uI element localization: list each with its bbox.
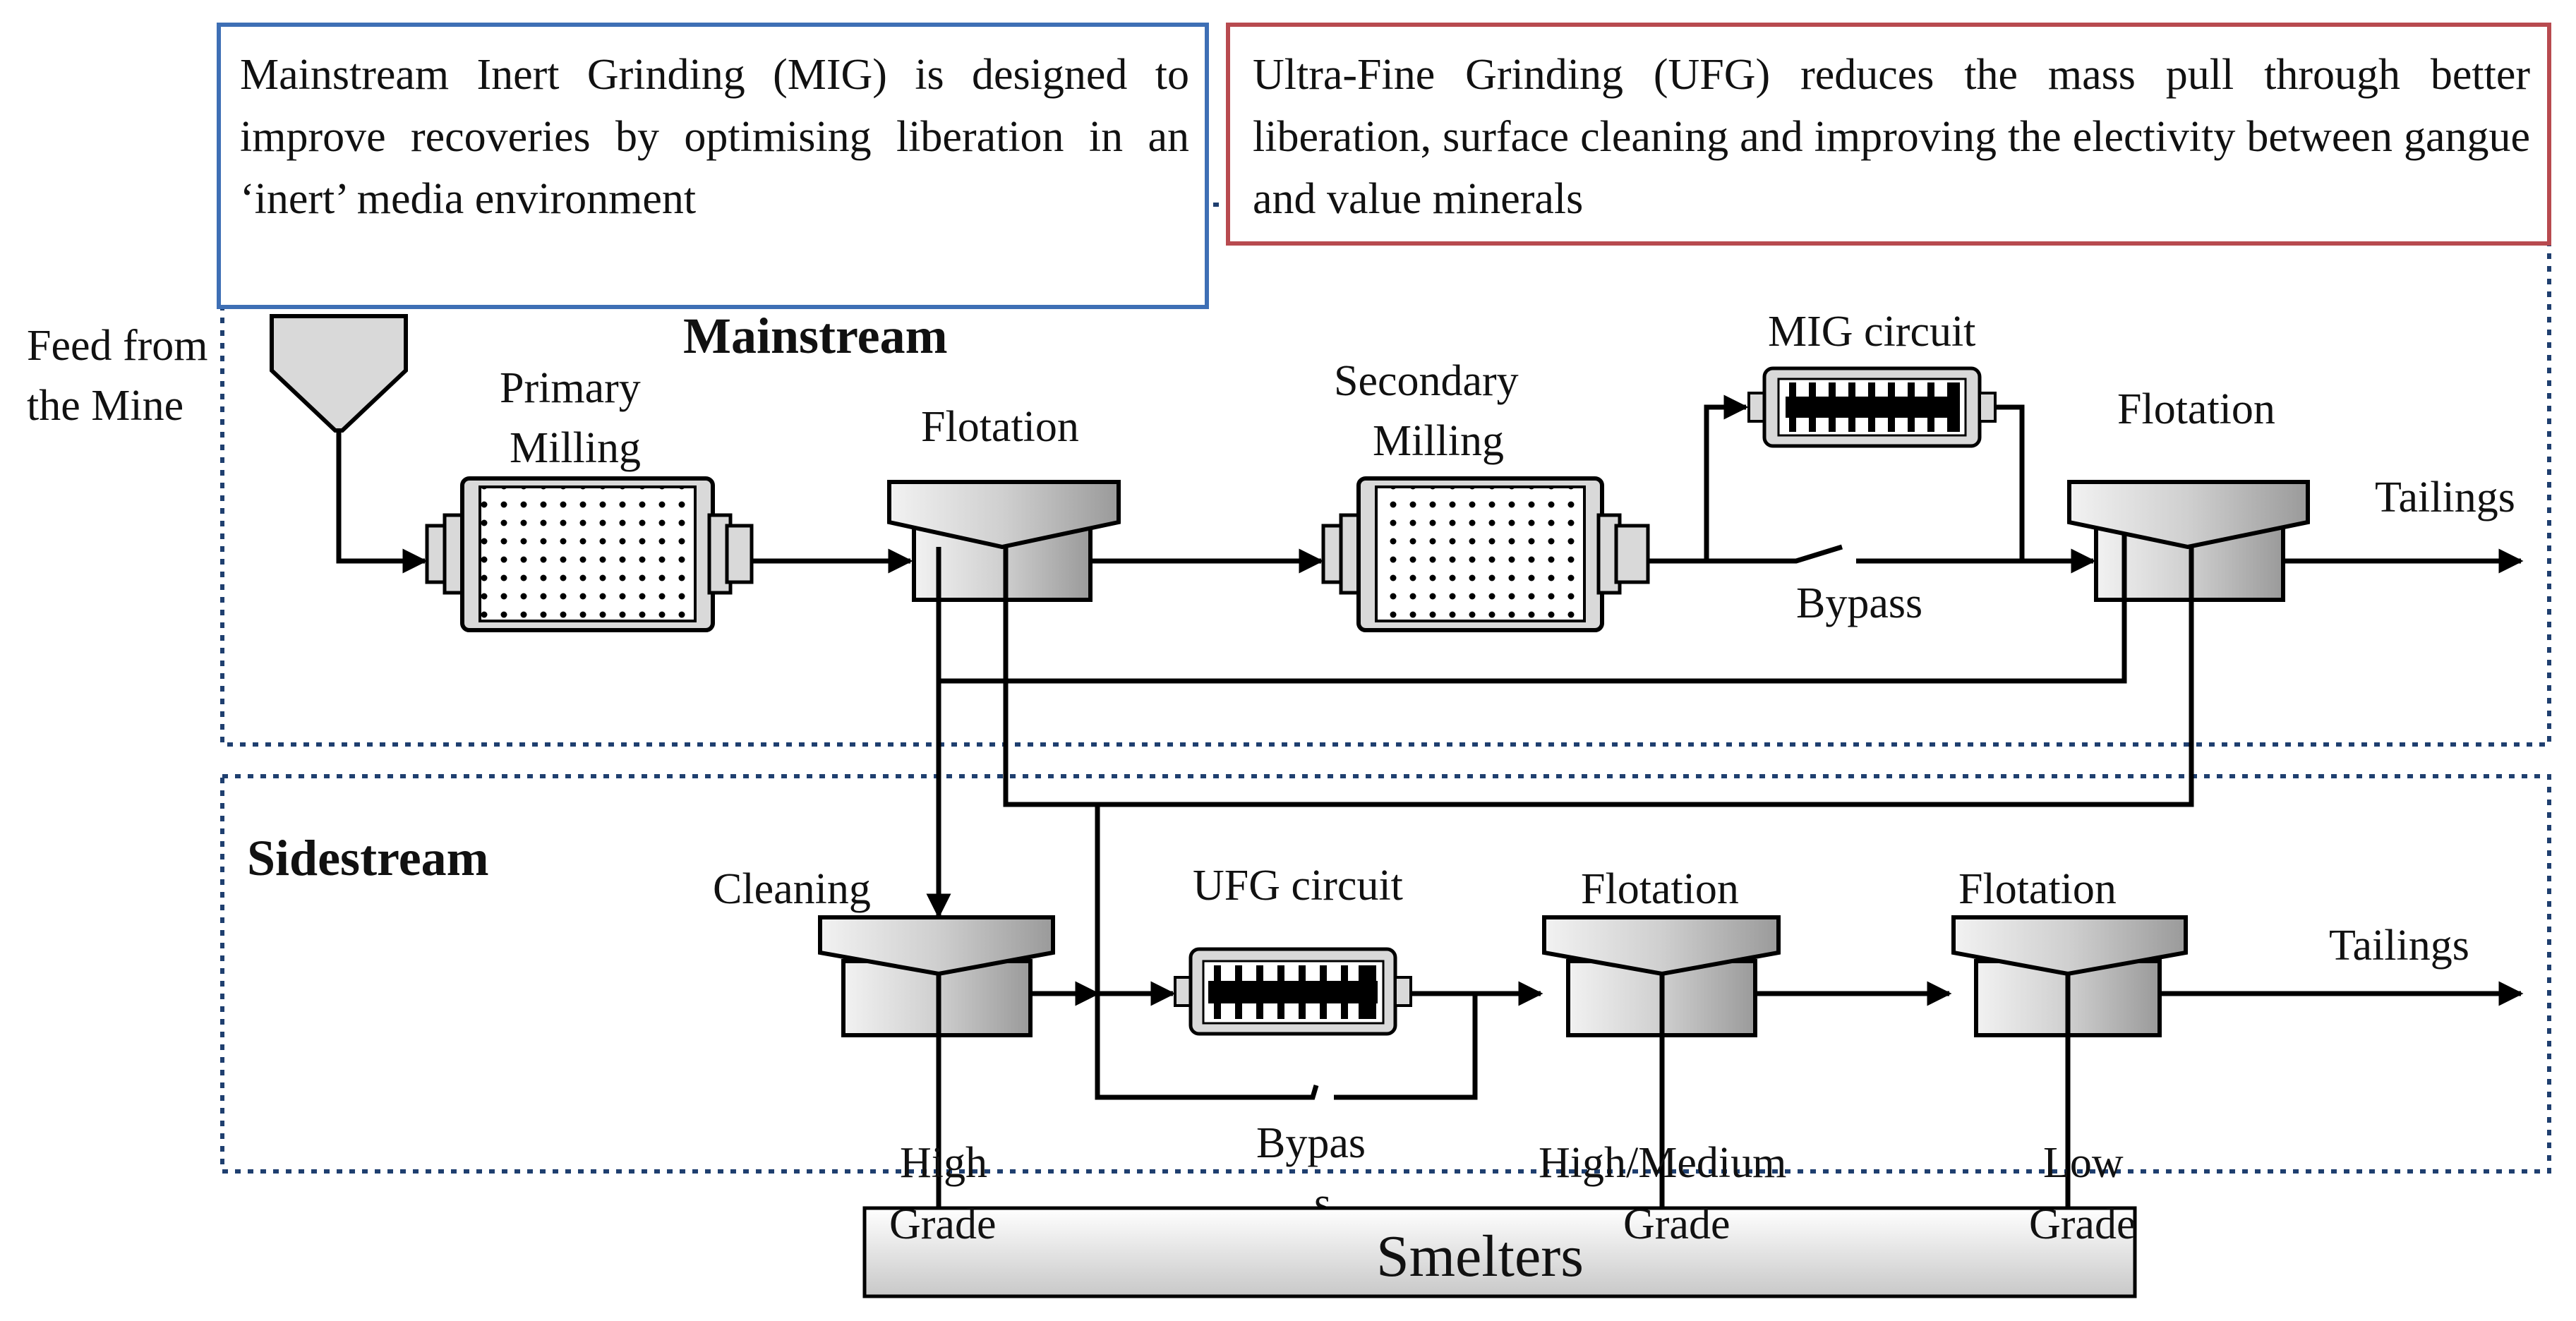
ufg-callout-box <box>1226 23 2551 246</box>
bypass-bottom-line-b <box>1334 994 1478 1100</box>
primary-mill <box>425 476 754 632</box>
high-grade-label-line1: High <box>900 1139 987 1187</box>
ufg-circuit-label: UFG circuit <box>1193 862 1403 910</box>
flotation-cell-2 <box>2067 480 2310 602</box>
feed-hopper <box>270 314 408 433</box>
tailings-bottom-label: Tailings <box>2329 922 2469 970</box>
high-grade-label-line2: Grade <box>889 1200 996 1248</box>
smelters-box <box>862 1206 2137 1298</box>
secondary-to-mig-line <box>1648 394 1749 564</box>
ufg-callout-text: Ultra-Fine Grinding (UFG) reduces the ma… <box>1253 51 2530 223</box>
flotation-3-label: Flotation <box>1581 865 1739 913</box>
mig-circuit-unit <box>1747 366 1997 448</box>
feed-label-line2: the Mine <box>27 382 183 430</box>
feed-label-line1: Feed from <box>27 322 208 370</box>
flotation2-to-cleaning-line <box>939 533 2127 684</box>
low-grade-label-line1: Low <box>2043 1139 2124 1187</box>
tailings-top-label: Tailings <box>2375 473 2515 521</box>
primary-milling-label-line2: Milling <box>510 424 641 472</box>
mig-callout-text: Mainstream Inert Grinding (MIG) is desig… <box>240 51 1189 223</box>
mig-circuit-label: MIG circuit <box>1768 308 1975 356</box>
flotation-4-label: Flotation <box>1958 865 2117 913</box>
cleaning-label: Cleaning <box>713 865 871 913</box>
mig-callout-box <box>217 23 1209 309</box>
ufg-circuit-unit <box>1174 947 1412 1036</box>
smelters-label: Smelters <box>1376 1224 1584 1289</box>
feed-to-primary-line <box>336 429 428 574</box>
bypass-bottom-line-a <box>1095 804 1319 1100</box>
flotation-1-label: Flotation <box>921 403 1079 451</box>
bypass-top-label: Bypass <box>1796 579 1922 627</box>
sidestream-zone <box>220 774 2551 1174</box>
bypass-top-line-a <box>1707 544 1843 564</box>
secondary-milling-label-line1: Secondary <box>1334 357 1519 405</box>
secondary-mill <box>1321 476 1650 632</box>
mig-return-line <box>1995 404 2025 561</box>
bypass-bottom-label-line1: Bypas <box>1256 1119 1366 1167</box>
highmedium-grade-label-line1: High/Medium <box>1539 1139 1786 1187</box>
flotation-cell-1 <box>887 480 1121 602</box>
sidestream-title: Sidestream <box>247 830 489 886</box>
secondary-milling-label-line2: Milling <box>1373 417 1504 465</box>
flotation-2-label: Flotation <box>2117 385 2275 433</box>
low-grade-label-line2: Grade <box>2029 1200 2136 1248</box>
primary-milling-label-line1: Primary <box>500 364 641 412</box>
highmedium-grade-label-line2: Grade <box>1623 1200 1730 1248</box>
mainstream-zone <box>220 203 2551 747</box>
flotation1-recycle-line <box>1003 547 2194 807</box>
mainstream-title: Mainstream <box>683 308 948 364</box>
